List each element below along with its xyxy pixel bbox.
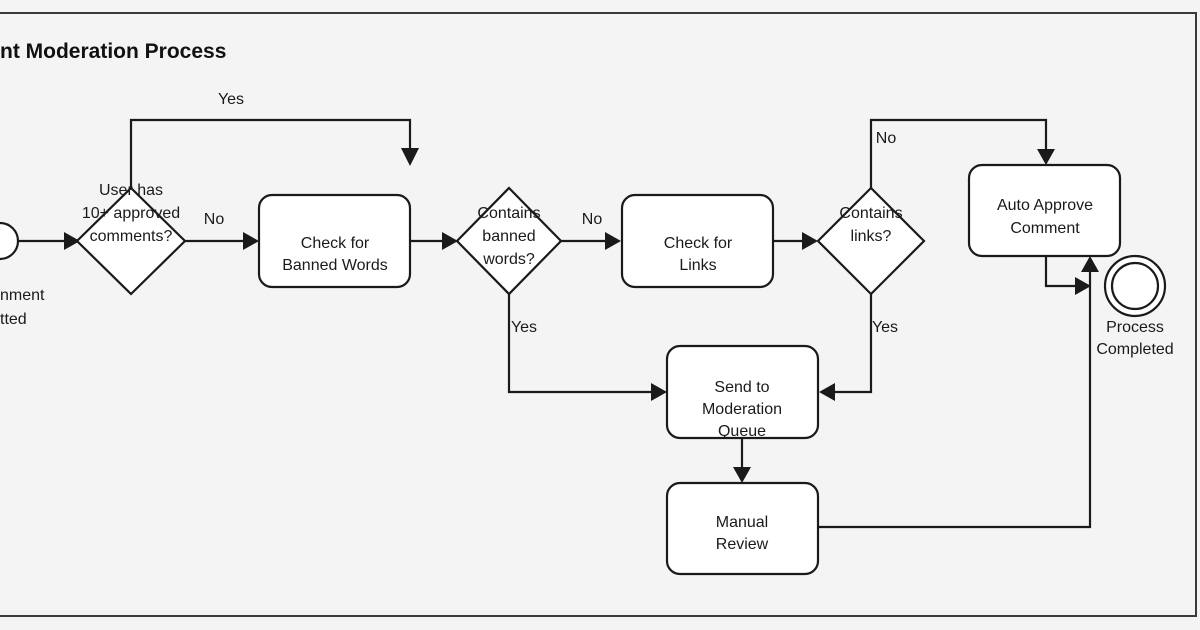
task-review-line-2: Review xyxy=(716,536,769,553)
arrowhead xyxy=(1075,277,1091,295)
arrowhead xyxy=(733,467,751,483)
diagram-title: nt Moderation Process xyxy=(0,40,226,63)
edge-links-no xyxy=(869,118,1048,188)
gateway-user-line-3: comments? xyxy=(90,228,173,245)
task-check-links[interactable]: Check for Links xyxy=(620,193,775,289)
end-event[interactable]: Process Completed xyxy=(1096,254,1174,358)
task-queue-line-2: Moderation xyxy=(702,401,782,418)
end-event-inner-circle xyxy=(1110,261,1160,311)
start-event[interactable]: nment tted xyxy=(0,221,45,328)
gateway-contains-banned[interactable]: Contains banned words? xyxy=(455,186,563,296)
task-box xyxy=(967,163,1122,258)
edge-approve-to-end xyxy=(1044,256,1075,288)
task-auto-approve[interactable]: Auto Approve Comment xyxy=(967,163,1122,258)
gateway-user-line-1: User has xyxy=(99,182,163,199)
start-event-label-1: nment xyxy=(0,287,45,304)
label-banned-yes: Yes xyxy=(511,319,537,336)
task-moderation-queue[interactable]: Send to Moderation Queue xyxy=(665,344,820,440)
task-banned-line-1: Check for xyxy=(301,235,370,252)
gateway-links-line-1: Contains xyxy=(839,205,902,222)
gateway-diamond xyxy=(455,186,563,296)
edges xyxy=(18,118,1099,529)
arrowhead xyxy=(1081,256,1099,272)
arrowhead xyxy=(401,148,419,166)
task-approve-line-1: Auto Approve xyxy=(997,197,1093,214)
gateway-diamond xyxy=(75,186,187,296)
arrowhead xyxy=(605,232,621,250)
gateway-banned-line-3: words? xyxy=(482,251,535,268)
gateway-contains-links[interactable]: Contains links? xyxy=(816,186,926,296)
task-box xyxy=(257,193,412,289)
label-user-yes: Yes xyxy=(218,91,244,108)
gateway-links-line-2: links? xyxy=(851,228,892,245)
task-links-line-1: Check for xyxy=(664,235,733,252)
arrowhead xyxy=(1037,149,1055,165)
arrowhead xyxy=(243,232,259,250)
label-banned-no: No xyxy=(582,211,603,228)
task-approve-line-2: Comment xyxy=(1010,220,1080,237)
arrowhead xyxy=(64,232,80,250)
gateway-banned-line-2: banned xyxy=(482,228,535,245)
gateway-banned-line-1: Contains xyxy=(477,205,540,222)
task-queue-line-1: Send to xyxy=(714,379,769,396)
edge-links-yes xyxy=(835,294,873,394)
task-box xyxy=(620,193,775,289)
label-user-no: No xyxy=(204,211,225,228)
label-links-yes: Yes xyxy=(872,319,898,336)
arrowhead xyxy=(442,232,458,250)
task-check-banned-words[interactable]: Check for Banned Words xyxy=(257,193,412,289)
task-box xyxy=(665,344,820,440)
task-banned-line-2: Banned Words xyxy=(282,257,388,274)
end-event-label-1: Process xyxy=(1106,319,1164,336)
start-event-label-2: tted xyxy=(0,311,27,328)
task-review-line-1: Manual xyxy=(716,514,768,531)
label-links-no: No xyxy=(876,130,897,147)
task-box xyxy=(665,481,820,576)
gateway-user-line-2: 10+ approved xyxy=(82,205,180,222)
edge-review-to-end xyxy=(819,272,1092,529)
diagram-frame xyxy=(0,12,1197,617)
gateway-user-approved[interactable]: User has 10+ approved comments? xyxy=(75,182,187,296)
task-queue-line-3: Queue xyxy=(718,423,766,440)
start-event-circle xyxy=(0,221,20,261)
end-event-label-2: Completed xyxy=(1096,341,1173,358)
arrowhead xyxy=(802,232,818,250)
gateway-diamond xyxy=(816,186,926,296)
edge-user-yes xyxy=(129,118,412,188)
task-links-line-2: Links xyxy=(679,257,716,274)
arrowhead xyxy=(819,383,835,401)
arrowhead xyxy=(651,383,667,401)
task-manual-review[interactable]: Manual Review xyxy=(665,481,820,576)
edge-banned-yes xyxy=(507,294,651,394)
